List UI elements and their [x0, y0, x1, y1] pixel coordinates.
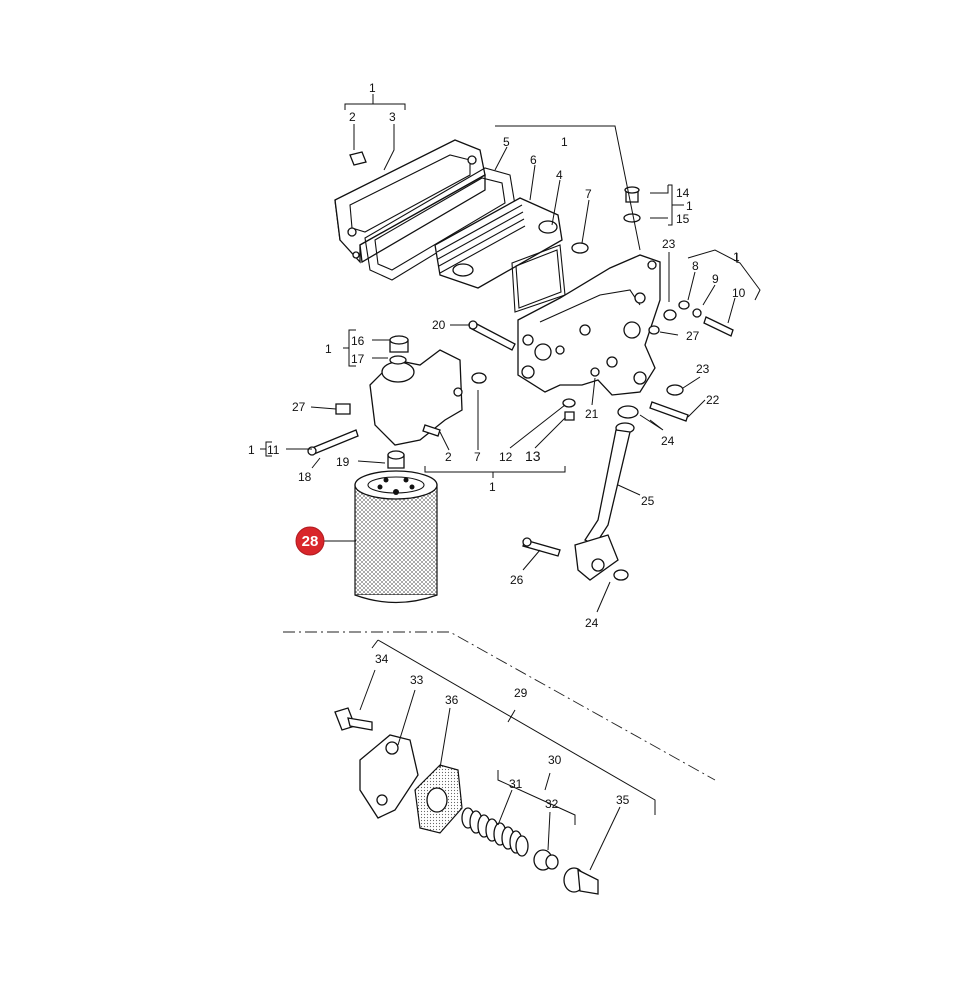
callout-10: 10: [732, 286, 746, 300]
oil-pipe: [522, 405, 639, 581]
callout-7: 7: [474, 450, 481, 464]
callout-25: 25: [641, 494, 655, 508]
callout-23: 23: [696, 362, 710, 376]
plug-assembly: [623, 186, 641, 223]
callout-22: 22: [706, 393, 720, 407]
filter-head-housing: [517, 254, 661, 396]
callout-20: 20: [432, 318, 446, 332]
callout-6: 6: [530, 153, 537, 167]
cooler-core: [434, 197, 563, 289]
callout-18: 18: [298, 470, 312, 484]
callout-2: 2: [349, 110, 356, 124]
callout-3: 3: [389, 110, 396, 124]
bolt-set-right: [648, 300, 734, 337]
callout-7: 7: [585, 187, 592, 201]
o-ring: [571, 242, 589, 254]
callout-19: 19: [336, 455, 350, 469]
callout-35: 35: [616, 793, 630, 807]
leader-lines: [260, 94, 761, 871]
callout-5: 5: [503, 135, 510, 149]
callout-1: 1: [733, 250, 740, 264]
callout-29: 29: [514, 686, 528, 700]
callout-1: 1: [325, 342, 332, 356]
callout-30: 30: [548, 753, 562, 767]
small-fittings: [562, 367, 600, 421]
callout-4: 4: [556, 168, 563, 182]
bolt-22: [649, 384, 689, 422]
callout-27: 27: [686, 329, 700, 343]
callout-27: 27: [292, 400, 306, 414]
callout-17: 17: [351, 352, 365, 366]
section-divider: [283, 631, 716, 781]
callout-12: 12: [499, 450, 513, 464]
callout-14: 14: [676, 186, 690, 200]
callout-1: 1: [489, 480, 496, 494]
bolt-set-left: [307, 403, 405, 469]
callout-34: 34: [375, 652, 389, 666]
callout-2: 2: [445, 450, 452, 464]
filter-adapter: [369, 335, 487, 446]
callout-9: 9: [712, 272, 719, 286]
bolt-20: [468, 320, 516, 351]
highlight-badge-label: 28: [302, 533, 319, 550]
callout-8: 8: [692, 259, 699, 273]
callout-21: 21: [585, 407, 599, 421]
callout-1: 1: [248, 443, 255, 457]
oil-cooler-cover: [334, 139, 486, 264]
spring: [461, 807, 529, 857]
callout-32: 32: [545, 797, 559, 811]
callout-31: 31: [509, 777, 523, 791]
callout-15: 15: [676, 212, 690, 226]
callout-36: 36: [445, 693, 459, 707]
callout-1: 1: [686, 199, 693, 213]
callout-labels: 1 2 3 5 1 6 4 7 14 15 1 23 1 8 9 10 27 2…: [248, 81, 746, 811]
callout-13: 13: [525, 448, 541, 464]
callout-1: 1: [561, 135, 568, 149]
highlight-badge[interactable]: 28: [295, 526, 325, 556]
callout-24: 24: [661, 434, 675, 448]
callout-33: 33: [410, 673, 424, 687]
callout-1: 1: [369, 81, 376, 95]
callout-26: 26: [510, 573, 524, 587]
callout-24: 24: [585, 616, 599, 630]
callout-16: 16: [351, 334, 365, 348]
callout-11: 11: [267, 443, 280, 457]
callout-23: 23: [662, 237, 676, 251]
relief-valve-assembly: [334, 707, 599, 895]
oil-filter: [354, 470, 438, 604]
